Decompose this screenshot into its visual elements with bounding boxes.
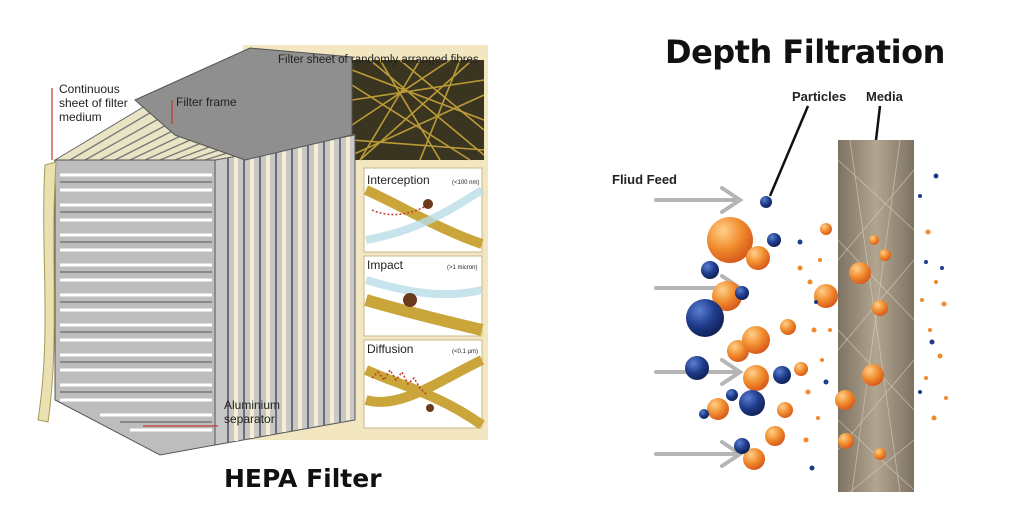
mechanism-boxes bbox=[363, 167, 485, 430]
front-pleats bbox=[60, 173, 212, 432]
hepa-caption: HEPA Filter bbox=[224, 464, 382, 493]
side-pleats bbox=[227, 137, 341, 442]
small-particles bbox=[797, 229, 948, 443]
fibre-strands bbox=[351, 59, 485, 161]
filter-sheet-strip bbox=[37, 161, 57, 423]
label-line: Aluminium bbox=[224, 398, 281, 412]
mechanism-interception-title: Interception bbox=[367, 173, 430, 187]
label-filter-frame: Filter frame bbox=[176, 95, 237, 109]
mechanism-impact-title: Impact bbox=[367, 258, 404, 272]
mechanism-diffusion-title: Diffusion bbox=[367, 342, 414, 356]
media-pointer bbox=[874, 105, 882, 141]
label-aluminium-separator: Aluminium separator bbox=[224, 398, 280, 426]
mechanism-interception-size: (<100 nm) bbox=[452, 180, 480, 186]
label-fluid-feed: Fliud Feed bbox=[612, 172, 677, 187]
depth-title: Depth Filtration bbox=[665, 33, 945, 71]
label-filter-sheet: Filter sheet of randomly arranged fibres bbox=[278, 54, 479, 66]
orange-particles bbox=[707, 217, 891, 470]
label-pointers bbox=[51, 88, 218, 427]
label-line: separator bbox=[224, 412, 275, 426]
label-particles: Particles bbox=[792, 89, 847, 104]
filter-frame-plate bbox=[134, 47, 353, 161]
blue-particles bbox=[685, 196, 791, 454]
label-line: medium bbox=[59, 110, 102, 124]
media-fibres bbox=[837, 139, 915, 493]
mechanism-diffusion-size: (<0.1 µm) bbox=[452, 349, 478, 355]
label-media: Media bbox=[866, 89, 903, 104]
particles-pointer bbox=[768, 105, 810, 197]
side-pleats-light bbox=[234, 135, 350, 441]
label-line: Continuous bbox=[59, 82, 120, 96]
label-line: sheet of filter bbox=[59, 96, 128, 110]
mechanism-impact-size: (>1 micron) bbox=[447, 265, 478, 271]
front-pleats-dark bbox=[60, 181, 212, 423]
label-continuous-sheet: Continuous sheet of filter medium bbox=[59, 82, 169, 124]
small-blue-particles bbox=[797, 173, 944, 471]
